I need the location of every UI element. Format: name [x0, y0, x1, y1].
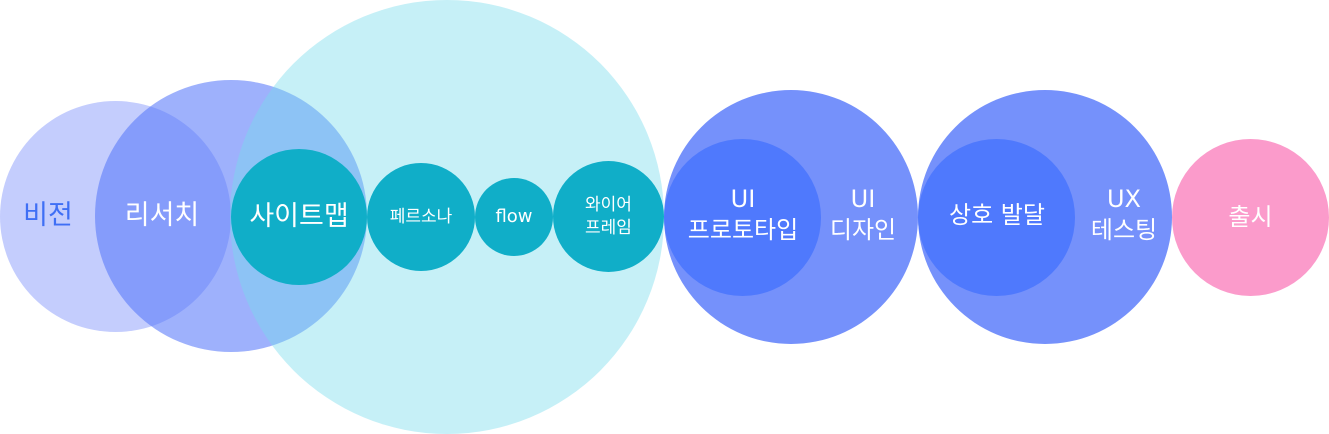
interaction-circle: [918, 139, 1075, 296]
ux-testing-label-line2: 테스팅: [1090, 216, 1158, 245]
wireframe-label-line2: 프레임: [585, 217, 632, 238]
research-label: 리서치: [124, 200, 200, 231]
flow-label: flow: [495, 206, 533, 228]
flow-circle: flow: [475, 178, 553, 256]
ui-design-label-line1: UI: [850, 185, 876, 213]
launch-circle: 출시: [1172, 139, 1329, 296]
ui-design-label: UI 디자인: [820, 184, 906, 246]
ui-design-label-line2: 디자인: [829, 216, 897, 245]
sitemap-circle: 사이트맵: [231, 149, 367, 285]
wireframe-label-line1: 와이어: [585, 195, 632, 216]
ui-prototype-label: UI 프로토타입: [676, 184, 810, 246]
ui-prototype-label-line1: UI: [730, 185, 756, 213]
sitemap-label: 사이트맵: [249, 201, 349, 233]
launch-label: 출시: [1228, 202, 1273, 231]
interaction-label: 상호 발달: [949, 201, 1045, 229]
ux-testing-label-line1: UX: [1106, 185, 1141, 213]
vision-label: 비전: [23, 200, 73, 231]
wireframe-circle: 와이어 프레임: [553, 161, 664, 272]
ux-testing-label: UX 테스팅: [1078, 184, 1170, 246]
ui-prototype-label-line2: 프로토타입: [687, 216, 799, 245]
ui-prototype-circle: [664, 139, 821, 296]
persona-label: 페르소나: [389, 206, 453, 227]
persona-circle: 페르소나: [367, 163, 475, 271]
